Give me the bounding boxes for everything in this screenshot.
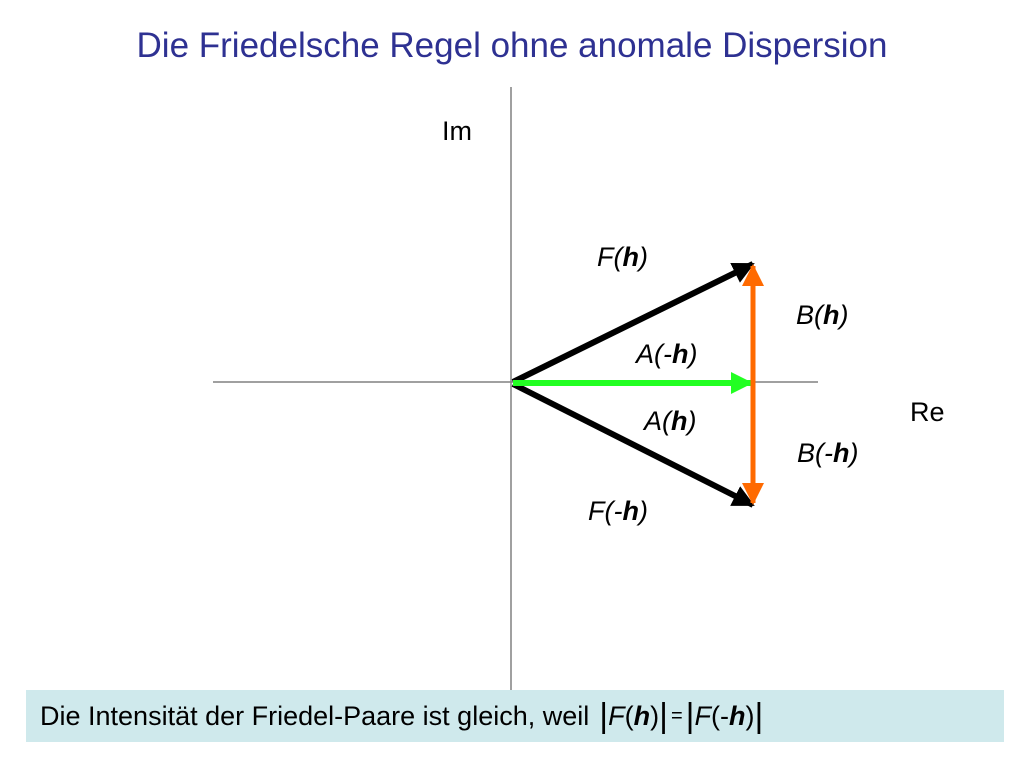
abs-bar-close-left: |: [659, 697, 668, 735]
vector-f-minus-h: [511, 381, 755, 508]
footer-rhs-close: ): [745, 700, 755, 731]
footer-lhs-open: (: [624, 700, 634, 731]
label-b-h: B(h): [796, 300, 849, 330]
label-f-minus-h: F(-h): [588, 496, 648, 526]
label-f-h: F(h): [597, 242, 648, 272]
footer-lhs-close: ): [650, 700, 660, 731]
footer-lhs-arg: h: [633, 700, 651, 731]
footer-statement: Die Intensität der Friedel-Paare ist gle…: [26, 690, 1004, 742]
footer-rhs-arg: h: [728, 700, 746, 731]
label-a-h: A(h): [642, 406, 697, 436]
label-a-minus-h: A(-h): [634, 339, 698, 369]
page-title: Die Friedelsche Regel ohne anomale Dispe…: [136, 26, 888, 65]
vector-f-h: [511, 261, 755, 385]
abs-bar-open-right: |: [685, 697, 695, 735]
axis-label-im: Im: [442, 116, 472, 146]
abs-bar-open-left: |: [599, 697, 609, 735]
footer-lhs-name: F: [608, 700, 625, 731]
equals-sign: =: [670, 704, 683, 727]
abs-bar-close-right: |: [754, 697, 764, 735]
label-b-minus-h: B(-h): [797, 438, 859, 468]
footer-rhs-open: (-: [710, 700, 729, 731]
footer-text: Die Intensität der Friedel-Paare ist gle…: [40, 700, 590, 731]
axis-label-re: Re: [910, 397, 945, 427]
footer-rhs-name: F: [694, 700, 711, 731]
